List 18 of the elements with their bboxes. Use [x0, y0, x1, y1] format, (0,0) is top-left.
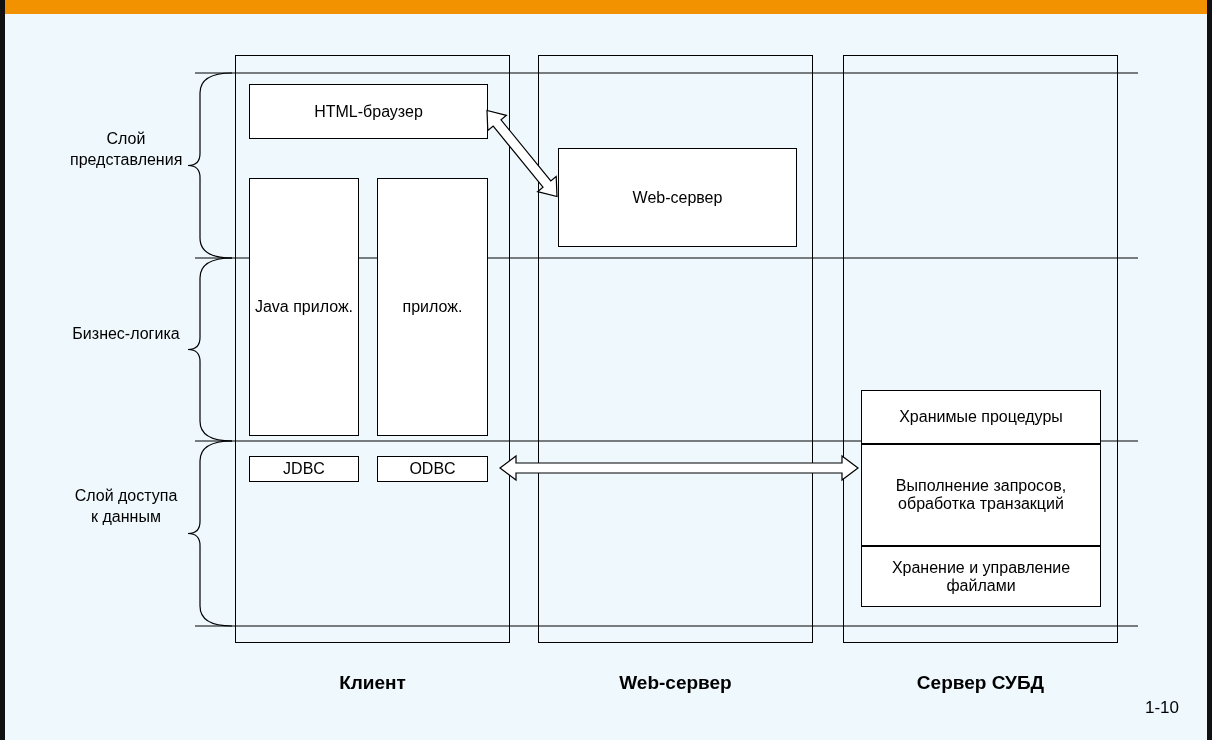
layer-label: Слой доступа к данным: [73, 486, 179, 527]
component-box: Java прилож.: [249, 178, 359, 436]
component-box: JDBC: [249, 456, 359, 482]
column-title: Клиент: [338, 672, 407, 694]
component-box: Хранимые процедуры: [861, 390, 1101, 444]
component-box: Выполнение запросов, обработка транзакций: [861, 444, 1101, 546]
slide-number: 1-10: [1145, 698, 1180, 718]
column-title: Сервер СУБД: [915, 672, 1046, 694]
double-arrow: [499, 454, 859, 482]
component-box: Хранение и управление файлами: [861, 546, 1101, 607]
double-arrow: [486, 109, 558, 198]
column-title: Web-сервер: [618, 672, 733, 694]
component-box: прилож.: [377, 178, 488, 436]
component-box: HTML-браузер: [249, 84, 488, 139]
layer-label: Слой представления: [70, 129, 182, 170]
component-box: Web-сервер: [558, 148, 797, 247]
layer-label: Бизнес-логика: [71, 324, 181, 344]
component-box: ODBC: [377, 456, 488, 482]
